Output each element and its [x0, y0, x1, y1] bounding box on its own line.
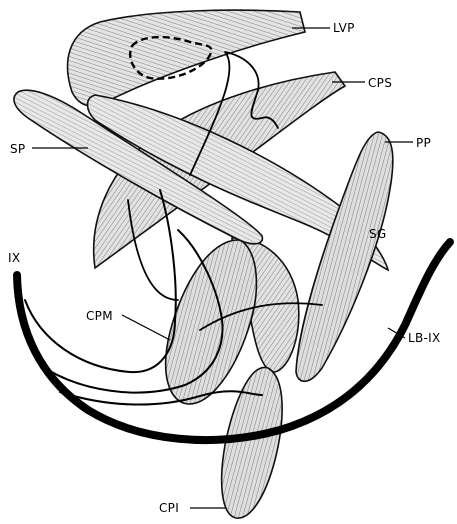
- label-cps: CPS: [368, 76, 392, 90]
- label-pp: PP: [416, 136, 431, 150]
- label-cpi: CPI: [159, 501, 179, 515]
- cpm-muscle: [166, 240, 257, 404]
- label-ix: IX: [8, 251, 20, 265]
- label-lb-ix: LB-IX: [408, 331, 441, 345]
- label-sp: SP: [10, 142, 25, 156]
- label-sg: SG: [369, 227, 387, 241]
- label-cpm: CPM: [86, 309, 113, 323]
- leader-cpm: [122, 315, 170, 340]
- label-lvp: LVP: [333, 21, 355, 35]
- pharyngeal-branch-lower: [60, 391, 262, 404]
